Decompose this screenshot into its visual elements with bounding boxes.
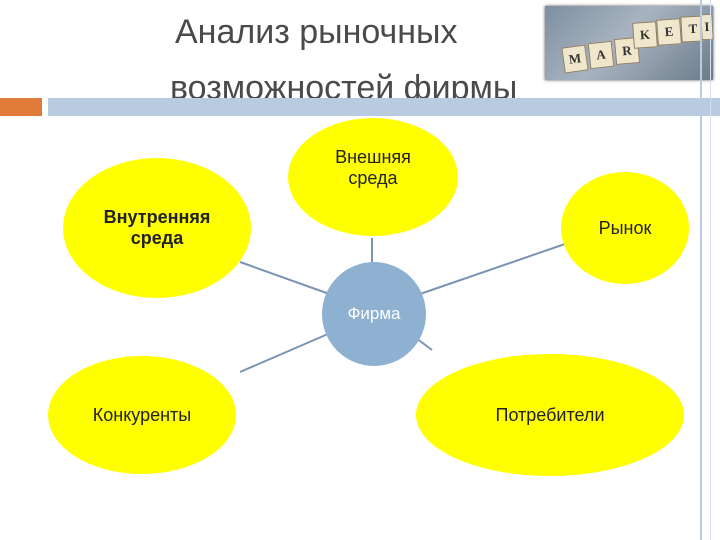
node-consumers: Потребители — [416, 354, 684, 476]
connector-competitors — [239, 333, 329, 373]
node-competitors: Конкуренты — [48, 356, 236, 474]
node-consumers-label: Потребители — [495, 404, 605, 425]
accent-bar-blue — [48, 98, 720, 116]
node-market: Рынок — [561, 172, 689, 284]
accent-vertical-line — [700, 0, 702, 540]
accent-bar-orange — [0, 98, 42, 116]
node-market-label: Рынок — [598, 217, 652, 238]
node-external-label: Внешняя среда — [335, 147, 411, 188]
connector-internal — [239, 261, 336, 297]
node-external-environment: Внешняя среда — [288, 118, 458, 236]
connector-market — [419, 243, 566, 295]
header-photo: M A R K E T I — [545, 6, 714, 80]
node-competitors-label: Конкуренты — [92, 404, 192, 425]
node-firm-label: Фирма — [347, 304, 401, 323]
title-line-1: Анализ рыночных — [175, 13, 458, 51]
node-internal-label: Внутренняя среда — [103, 207, 211, 248]
node-internal-environment: Внутренняя среда — [63, 158, 251, 298]
node-firm: Фирма — [322, 262, 426, 366]
accent-vertical-line-thin — [710, 0, 711, 540]
